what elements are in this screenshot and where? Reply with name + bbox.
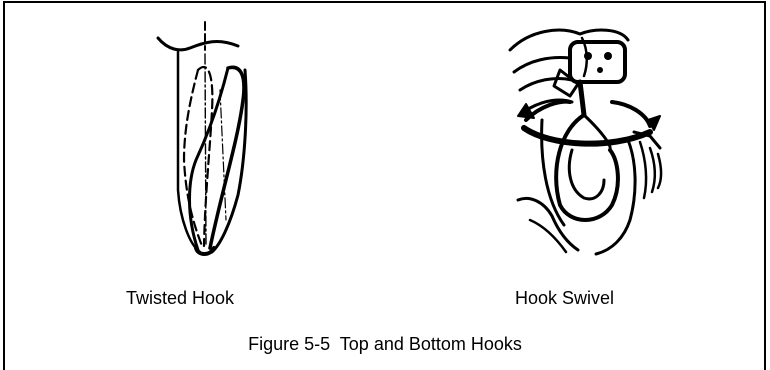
hook-swivel-icon <box>500 20 680 260</box>
hook-swivel-label: Hook Swivel <box>515 288 614 308</box>
figure-caption: Figure 5-5 Top and Bottom Hooks <box>0 334 770 354</box>
twisted-hook-label: Twisted Hook <box>126 288 234 308</box>
twisted-hook-icon <box>150 20 260 260</box>
